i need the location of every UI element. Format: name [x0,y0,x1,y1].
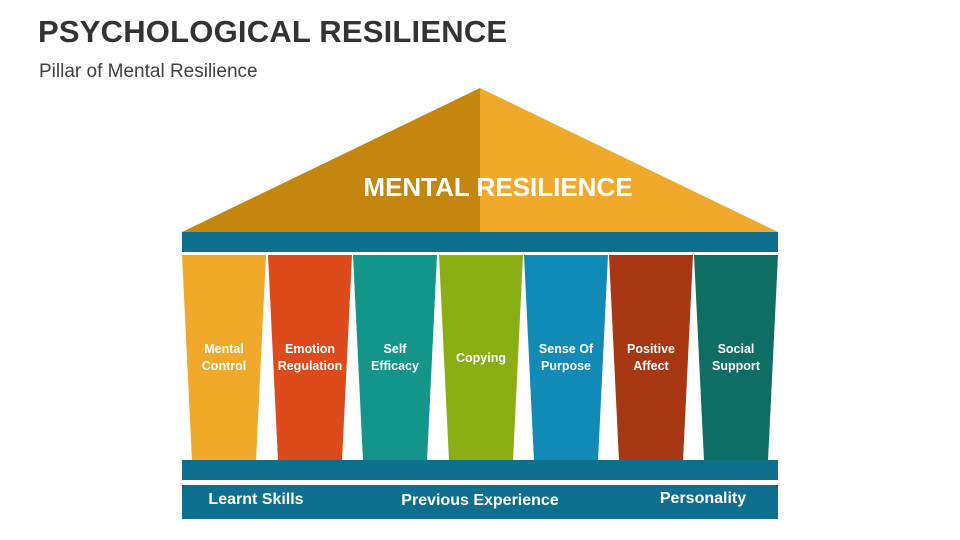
roof-right-half [480,88,778,232]
foundation-label-personality: Personality [659,490,747,507]
pillar-shape [182,255,266,461]
pillar-self-efficacy: Self Efficacy [353,255,437,461]
pillar-shape [524,255,608,461]
roof-left-half [182,88,480,232]
roof: MENTAL RESILIENCE [182,88,778,232]
pillar-label: Social Support [712,342,760,373]
pillar-shape [353,255,437,461]
pillar-shape [609,255,693,461]
pillar-label: Emotion Regulation [277,342,343,373]
page-subtitle: Pillar of Mental Resilience [39,61,258,82]
pillar-label: Self Efficacy [371,342,419,373]
foundation-label-learnt-skills: Learnt Skills [208,491,304,508]
pillar-shape [694,255,778,461]
pillar-mental-control: Mental Control [182,255,266,461]
pillar-emotion-regulation: Emotion Regulation [268,255,352,461]
pillar-positive-affect: Positive Affect [609,255,693,461]
page-title: PSYCHOLOGICAL RESILIENCE [38,14,508,49]
top-beam [182,232,778,252]
pillar-sense-of-purpose: Sense Of Purpose [524,255,608,461]
foundation-label-previous-experience: Previous Experience [401,492,559,509]
pillar-label: Positive Affect [627,342,675,373]
pillar-label: Copying [456,350,506,365]
pillar-social-support: Social Support [694,255,778,461]
pillar-label: Sense Of Purpose [538,342,594,373]
foundation-beam: Learnt Skills Previous Experience Person… [182,485,778,519]
roof-label: MENTAL RESILIENCE [363,172,632,202]
pillar-shape [268,255,352,461]
pillar-label: Mental Control [201,342,247,373]
middle-beam [182,460,778,480]
pillar-copying: Copying [439,255,523,461]
pillar-shape [439,255,523,461]
